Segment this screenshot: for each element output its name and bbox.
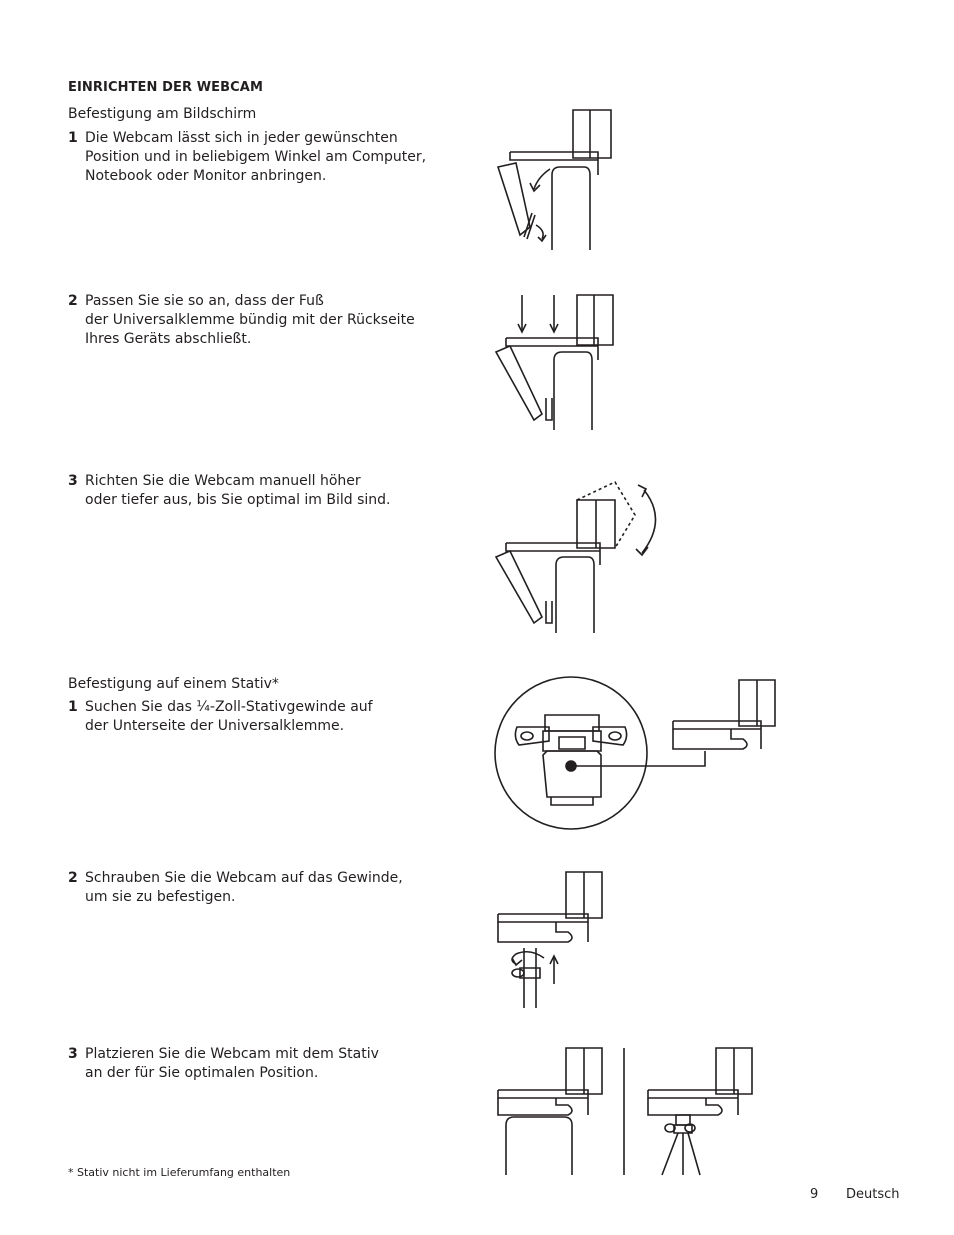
step-number: 3 xyxy=(68,1046,78,1062)
section-title: EINRICHTEN DER WEBCAM xyxy=(68,80,263,95)
illustration-tripod-thread xyxy=(495,675,785,835)
step-number: 3 xyxy=(68,473,78,489)
step-number: 1 xyxy=(68,699,78,715)
step-text: Platzieren Sie die Webcam mit dem Stativ… xyxy=(85,1046,379,1081)
step-number: 1 xyxy=(68,130,78,146)
page-number: 9 xyxy=(810,1187,819,1202)
tripod-step-1: 1 Suchen Sie das ¼-Zoll-Stativgewinde au… xyxy=(68,698,438,736)
tripod-mount-subtitle: Befestigung auf einem Stativ* xyxy=(68,676,279,692)
illustration-tripod-screw xyxy=(490,868,620,1013)
step-text: Die Webcam lässt sich in jeder gewünscht… xyxy=(85,130,427,184)
monitor-mount-subtitle: Befestigung am Bildschirm xyxy=(68,106,257,122)
monitor-step-2: 2 Passen Sie sie so an, dass der Fuß der… xyxy=(68,292,438,349)
step-number: 2 xyxy=(68,293,78,309)
step-text: Suchen Sie das ¼-Zoll-Stativgewinde auf … xyxy=(85,699,373,734)
step-text: Richten Sie die Webcam manuell höher ode… xyxy=(85,473,391,508)
illustration-monitor-tilt xyxy=(480,475,670,640)
monitor-step-3: 3 Richten Sie die Webcam manuell höher o… xyxy=(68,472,438,510)
footer-language: Deutsch xyxy=(846,1187,900,1202)
illustration-monitor-attach xyxy=(480,105,640,255)
step-text: Schrauben Sie die Webcam auf das Gewinde… xyxy=(85,870,403,905)
illustration-monitor-flush xyxy=(480,290,640,435)
illustration-tripod-placement xyxy=(490,1045,770,1180)
step-number: 2 xyxy=(68,870,78,886)
tripod-step-3: 3 Platzieren Sie die Webcam mit dem Stat… xyxy=(68,1045,438,1083)
step-text: Passen Sie sie so an, dass der Fuß der U… xyxy=(85,293,415,347)
footnote: * Stativ nicht im Lieferumfang enthalten xyxy=(68,1166,291,1179)
tripod-step-2: 2 Schrauben Sie die Webcam auf das Gewin… xyxy=(68,869,438,907)
monitor-step-1: 1 Die Webcam lässt sich in jeder gewünsc… xyxy=(68,129,438,186)
